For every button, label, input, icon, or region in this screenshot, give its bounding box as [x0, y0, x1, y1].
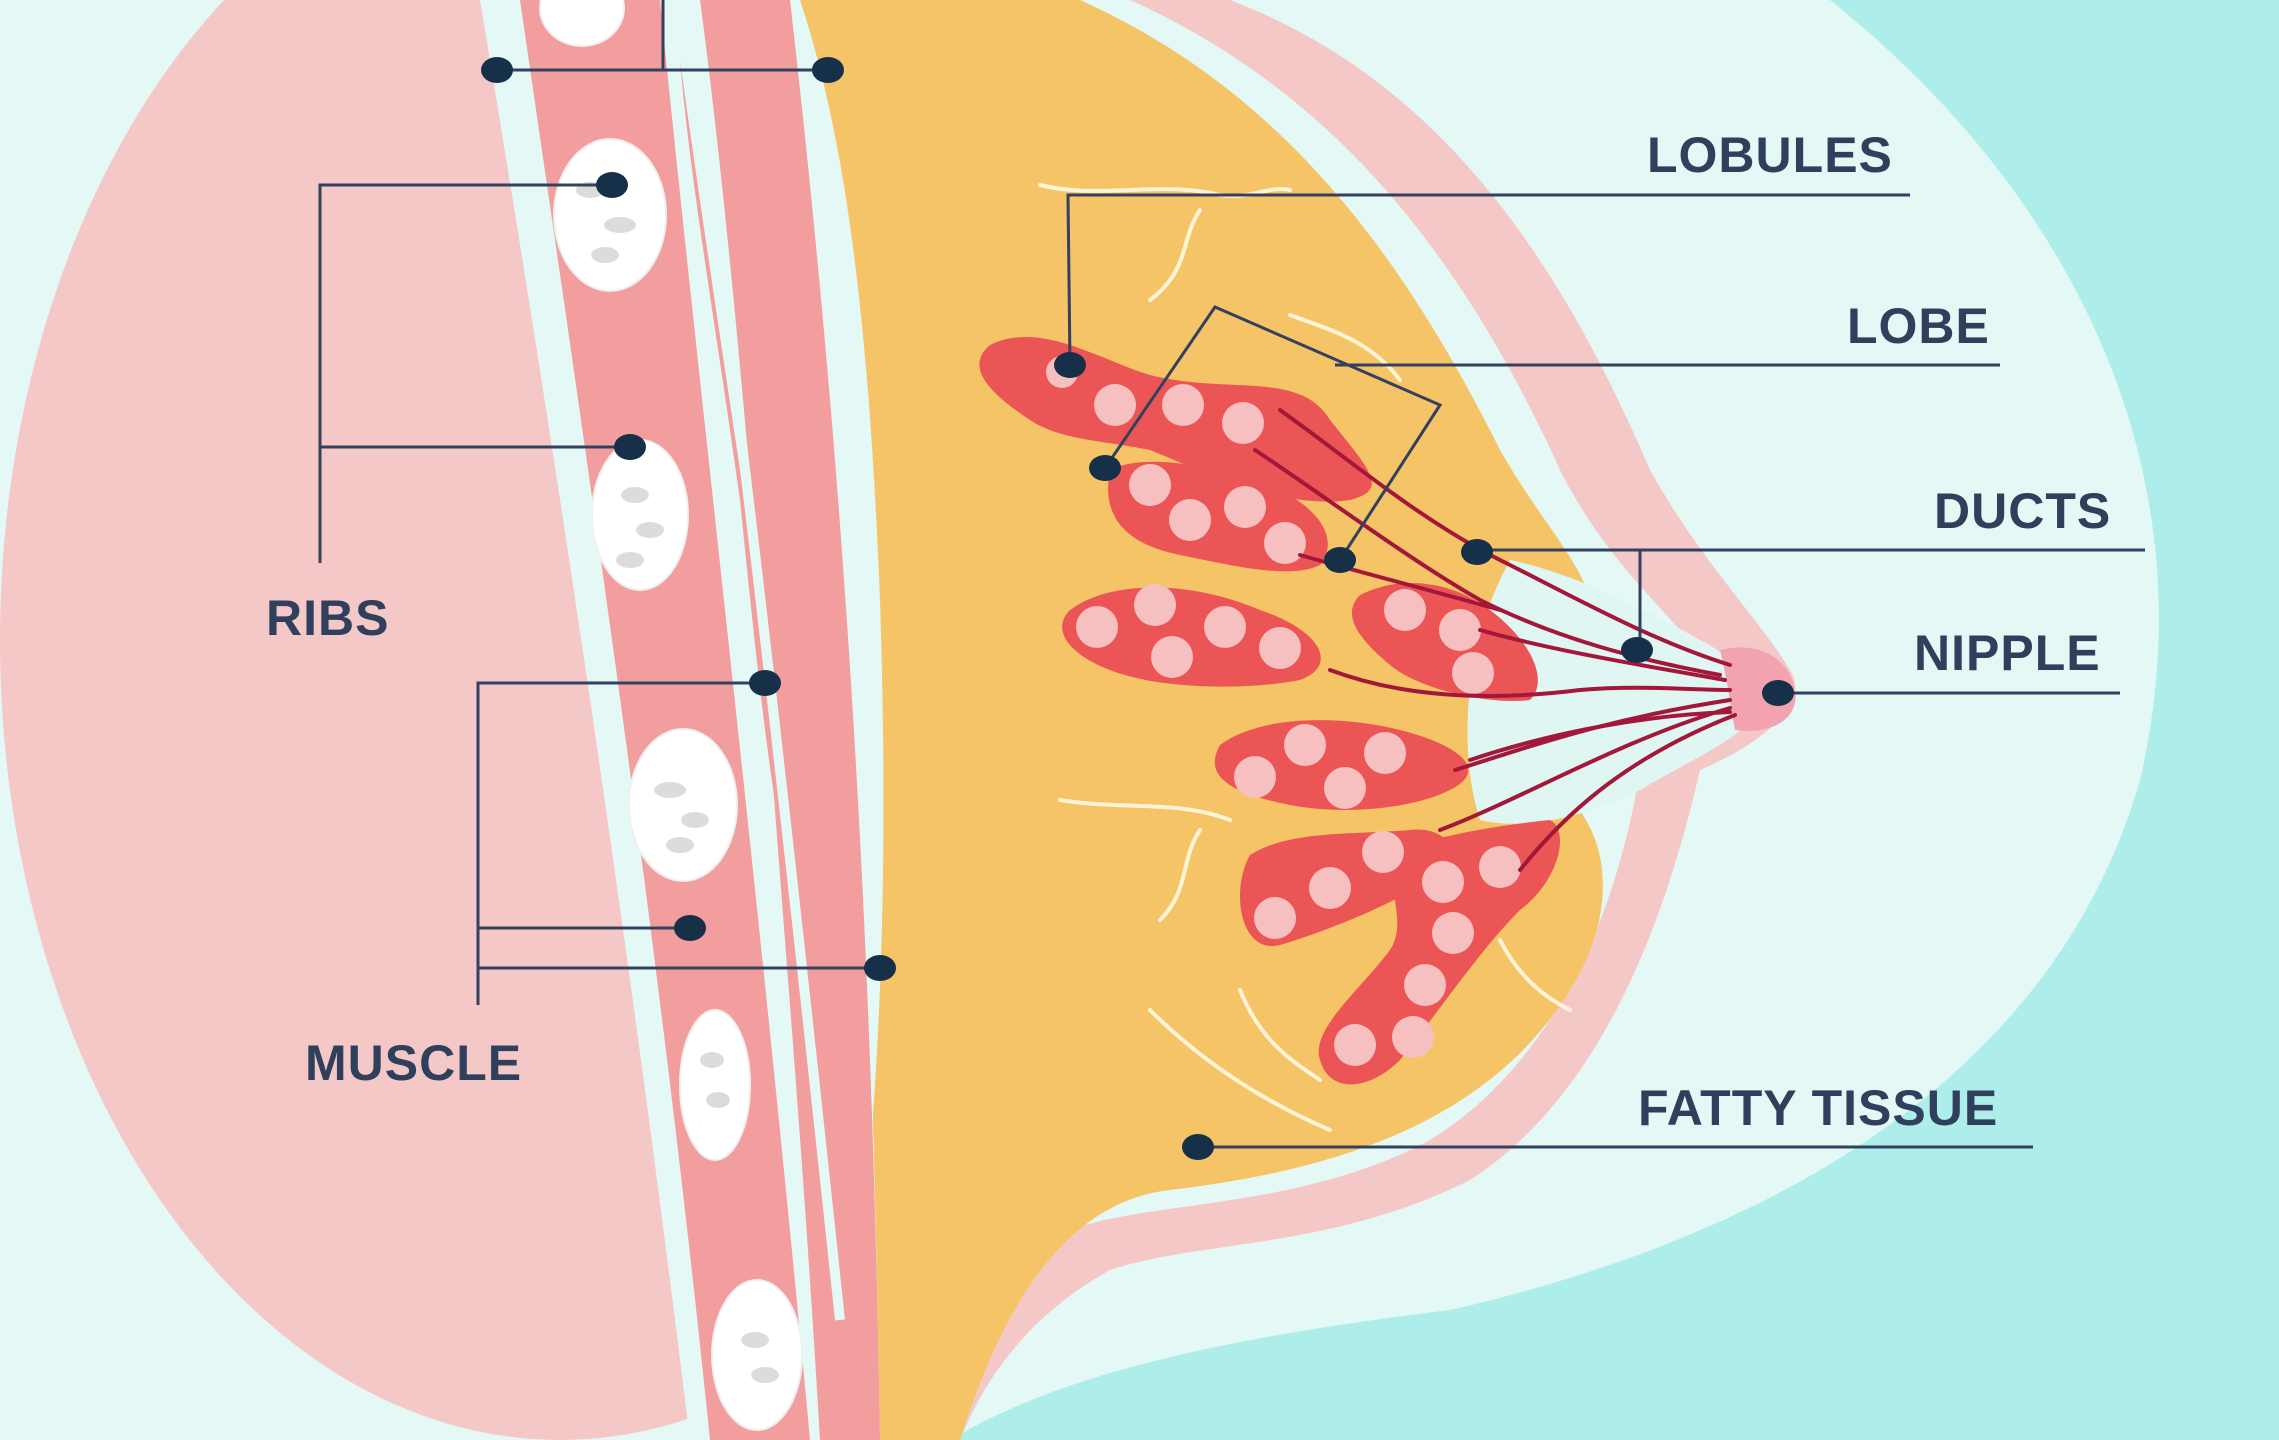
- lobule: [1129, 464, 1171, 506]
- rib-spot: [636, 522, 664, 538]
- rib-spot: [616, 552, 644, 568]
- lobule: [1309, 867, 1351, 909]
- lobule: [1151, 636, 1193, 678]
- lobule: [1222, 402, 1264, 444]
- pointer-dot: [1089, 455, 1121, 481]
- lobule: [1204, 606, 1246, 648]
- lobule: [1094, 384, 1136, 426]
- pointer-dot: [674, 915, 706, 941]
- lobule: [1479, 846, 1521, 888]
- label-fatty-tissue: FATTY TISSUE: [1638, 1080, 1998, 1136]
- label-nipple: NIPPLE: [1914, 625, 2101, 681]
- lobule: [1334, 1024, 1376, 1066]
- pointer-dot: [1461, 539, 1493, 565]
- lobule: [1224, 486, 1266, 528]
- lobule: [1362, 831, 1404, 873]
- rib: [592, 440, 688, 590]
- label-ducts: DUCTS: [1934, 483, 2111, 539]
- pointer-dot: [812, 57, 844, 83]
- rib: [629, 729, 737, 881]
- rib: [554, 139, 666, 291]
- pointer-dot: [614, 434, 646, 460]
- lobule: [1404, 964, 1446, 1006]
- lobule: [1234, 756, 1276, 798]
- lobule: [1364, 732, 1406, 774]
- label-lobe: LOBE: [1847, 298, 1990, 354]
- pointer-dot: [1762, 680, 1794, 706]
- lobule: [1384, 589, 1426, 631]
- pointer-dot: [481, 57, 513, 83]
- rib-spot: [706, 1092, 730, 1108]
- pointer-dot: [1054, 352, 1086, 378]
- lobule: [1422, 861, 1464, 903]
- label-lobules: LOBULES: [1647, 127, 1893, 183]
- pointer-dot: [596, 172, 628, 198]
- rib-spot: [654, 782, 686, 798]
- rib-spot: [681, 812, 709, 828]
- rib-spot: [741, 1332, 769, 1348]
- rib-spot: [591, 247, 619, 263]
- lobule: [1324, 767, 1366, 809]
- pointer-dot: [1182, 1134, 1214, 1160]
- lobule: [1264, 522, 1306, 564]
- rib-spot: [621, 487, 649, 503]
- pointer-dot: [749, 670, 781, 696]
- label-muscle: MUSCLE: [305, 1035, 522, 1091]
- lobule: [1169, 499, 1211, 541]
- lobule: [1432, 912, 1474, 954]
- lobule: [1439, 609, 1481, 651]
- lobule: [1254, 897, 1296, 939]
- pointer-dot: [1324, 547, 1356, 573]
- lobule: [1392, 1016, 1434, 1058]
- pointer-dot: [1621, 637, 1653, 663]
- lobule: [1134, 584, 1176, 626]
- lobule: [1259, 627, 1301, 669]
- lobule: [1162, 384, 1204, 426]
- rib-spot: [666, 837, 694, 853]
- rib-spot: [751, 1367, 779, 1383]
- lobule: [1076, 606, 1118, 648]
- rib: [680, 1010, 750, 1160]
- lobule: [1452, 652, 1494, 694]
- rib-spot: [700, 1052, 724, 1068]
- rib-spot: [604, 217, 636, 233]
- rib: [712, 1280, 802, 1430]
- label-ribs: RIBS: [266, 590, 389, 646]
- lobule: [1284, 724, 1326, 766]
- pointer-dot: [864, 955, 896, 981]
